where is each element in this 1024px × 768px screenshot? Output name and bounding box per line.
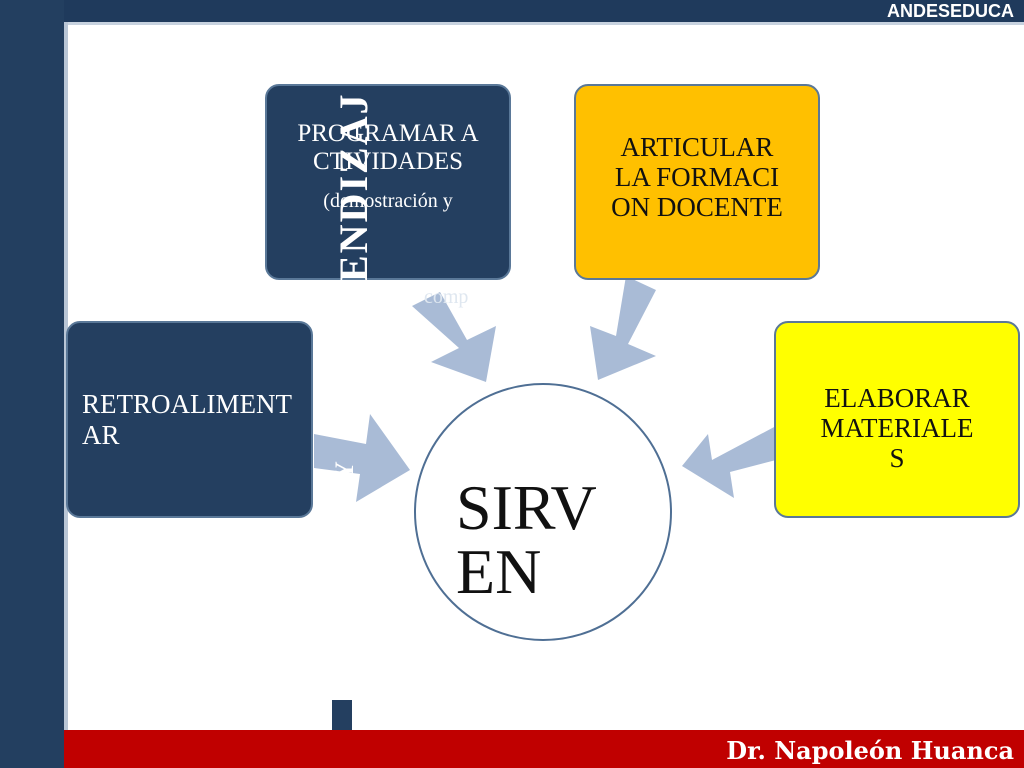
left-sidebar-band <box>0 0 64 768</box>
overlay-bottom-fragment <box>332 700 352 730</box>
arrow-from-retroalimentar <box>314 414 410 502</box>
box-retroalimentar-label: RETROALIMENTAR <box>82 389 292 450</box>
box-programar-sub: (demostración y <box>323 190 453 212</box>
box-programar-label: PROGRAMAR ACTIVIDADES <box>297 120 479 175</box>
box-elaborar-label: ELABORAR MATERIALES <box>820 383 974 474</box>
arrow-from-programar <box>412 292 496 382</box>
arrow-from-articular <box>590 276 656 380</box>
arrow-from-elaborar <box>682 426 776 498</box>
center-circle <box>414 383 672 641</box>
center-label: SIRVEN <box>456 472 597 607</box>
overlay-side-fragment: S Y <box>330 461 359 500</box>
box-elaborar-materiales: ELABORAR MATERIALES <box>774 321 1020 518</box>
author-label: Dr. Napoleón Huanca <box>726 736 1014 765</box>
overlay-title-fragment: ENDIZAJ <box>331 92 376 282</box>
box-retroalimentar: RETROALIMENTAR <box>66 321 313 518</box>
footer-banner <box>0 730 1024 768</box>
footer-left-block <box>0 730 64 768</box>
top-banner <box>0 0 1024 22</box>
top-divider <box>0 22 1024 25</box>
box-articular-formacion-docente: ARTICULAR LA FORMACION DOCENTE <box>574 84 820 280</box>
box-programar-actividades: PROGRAMAR ACTIVIDADES (demostración y <box>265 84 511 280</box>
org-label: ANDESEDUCA <box>886 1 1014 21</box>
box-articular-label: ARTICULAR LA FORMACION DOCENTE <box>611 132 783 223</box>
overlay-comp-fragment: comp <box>424 286 469 308</box>
